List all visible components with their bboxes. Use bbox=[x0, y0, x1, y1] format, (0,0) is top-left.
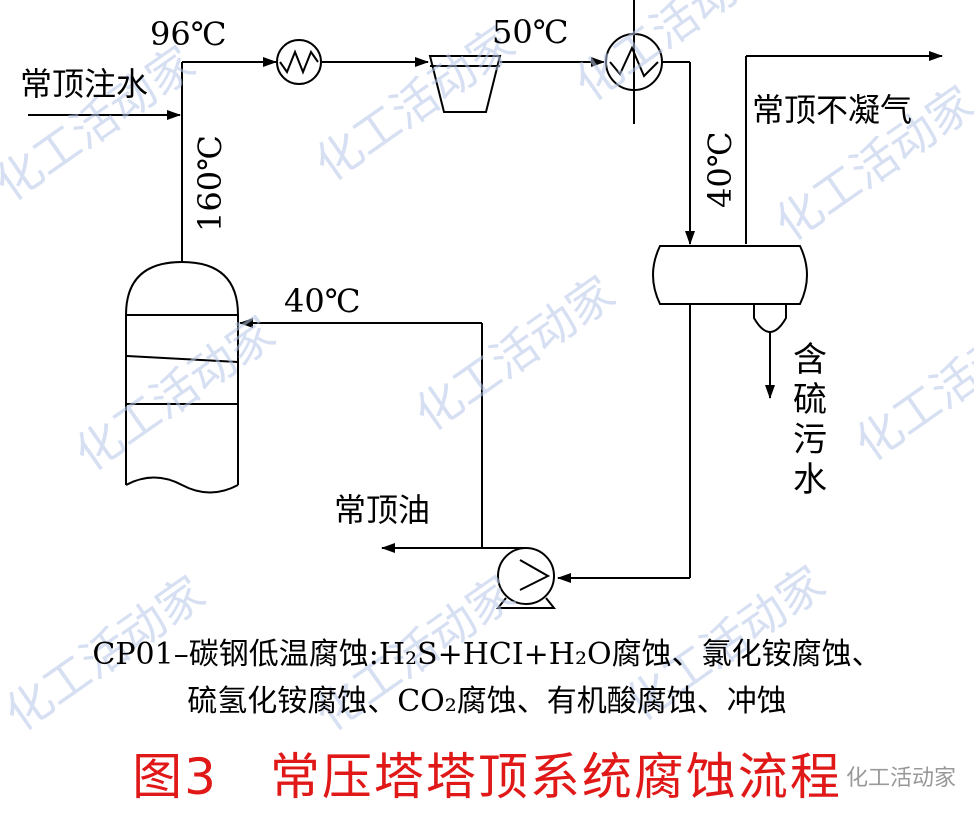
atmospheric-column bbox=[124, 260, 240, 494]
pump-discharge-line bbox=[239, 318, 526, 553]
overhead-temp-label: 96℃ bbox=[150, 15, 227, 53]
condenser-icon bbox=[605, 0, 663, 124]
overhead-line bbox=[181, 57, 605, 262]
figure-caption: 图3 常压塔塔顶系统腐蚀流程 bbox=[132, 748, 842, 806]
drum-outlet-line bbox=[557, 304, 691, 583]
water-boot bbox=[753, 304, 787, 333]
drum-inlet-temp-label: 40℃ bbox=[701, 131, 739, 208]
reflux-drum bbox=[652, 245, 808, 333]
heat-exchanger-icon bbox=[276, 39, 322, 85]
corrosion-note-line-2: 硫氢化铵腐蚀、CO₂腐蚀、有机酸腐蚀、冲蚀 bbox=[187, 684, 787, 719]
column-broken-bottom bbox=[125, 476, 239, 494]
column-top-temp-label: 160℃ bbox=[191, 135, 229, 232]
noncondensable-gas-label: 常顶不凝气 bbox=[752, 91, 913, 129]
column-head bbox=[124, 260, 240, 316]
column-tray bbox=[125, 355, 239, 363]
air-cooler-icon bbox=[428, 55, 502, 113]
cooler-outlet-temp-label: 50℃ bbox=[492, 13, 569, 51]
sour-water-label: 含 硫 污 水 bbox=[793, 340, 827, 500]
corrosion-note-line-1: CP01–碳钢低温腐蚀:H₂S+HCI+H₂O腐蚀、氯化铵腐蚀、 bbox=[92, 637, 882, 672]
water-injection-label: 常顶注水 bbox=[20, 65, 149, 103]
reflux-temp-label: 40℃ bbox=[284, 282, 361, 320]
top-oil-label: 常顶油 bbox=[334, 491, 431, 529]
pump-icon bbox=[495, 547, 557, 609]
noncondensable-gas-line bbox=[745, 51, 943, 244]
brand-mark: 化工活动家 bbox=[845, 766, 956, 791]
condenser-outlet-line bbox=[662, 61, 695, 245]
